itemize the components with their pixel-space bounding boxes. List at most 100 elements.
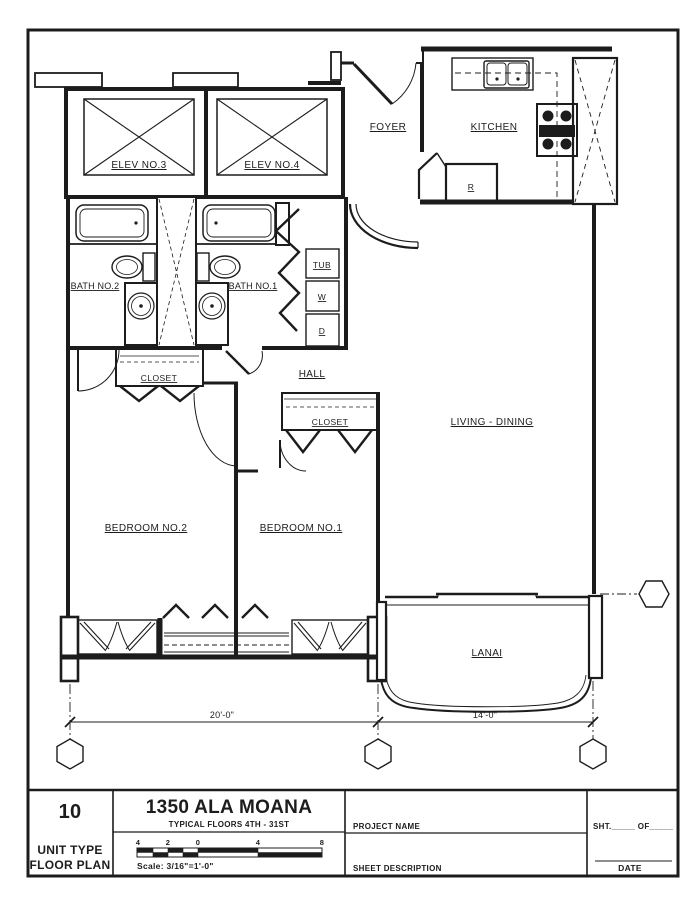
scale-tick-0: 4 — [136, 838, 141, 847]
label-living-dining: LIVING - DINING — [451, 417, 534, 428]
label-lanai: LANAI — [472, 648, 503, 659]
label-closet-bed2: CLOSET — [141, 373, 177, 383]
core-walls — [64, 87, 345, 199]
dim-lanai-bay: 14'-0" — [473, 710, 497, 720]
label-refrigerator: R — [468, 182, 475, 192]
mech-shaft-x — [574, 59, 616, 203]
project-name-label: PROJECT NAME — [353, 822, 421, 831]
sheet-description-label: SHEET DESCRIPTION — [353, 864, 442, 873]
bathtub-2 — [75, 204, 149, 242]
counter — [451, 57, 534, 91]
sheet-name-line2: FLOOR PLAN — [30, 858, 111, 872]
entry-door-swing — [391, 62, 417, 105]
bifold-door — [160, 385, 200, 403]
dimension-lines: 20'-0" 14'-0" — [56, 681, 607, 770]
closet-bedroom2: CLOSET — [115, 347, 204, 403]
elevator-core: ELEV NO.3 ELEV NO.4 — [34, 72, 345, 199]
label-kitchen: KITCHEN — [471, 122, 518, 133]
grid-bubble — [579, 738, 607, 770]
sheet-number: 10 — [59, 801, 82, 823]
entry-door-leaf — [352, 62, 394, 106]
extension-lines — [69, 681, 594, 739]
door-bath2 — [77, 349, 120, 392]
door-bedroom1 — [279, 439, 307, 472]
closet-bedroom1: CLOSET — [281, 392, 380, 454]
label-elev-3: ELEV NO.3 — [111, 160, 166, 171]
title-block-row-lines — [113, 831, 587, 834]
lanai-railing — [380, 676, 592, 713]
lanai-east-wall — [587, 594, 604, 680]
label-washer: W — [318, 292, 326, 302]
bathtub-1 — [202, 204, 276, 242]
grid-bubble-east — [638, 580, 670, 608]
scale-note: Scale: 3/16"=1'-0" — [137, 861, 214, 871]
label-bath2: BATH NO.2 — [71, 281, 120, 291]
label-bath1: BATH NO.1 — [229, 281, 278, 291]
scale-tick-2: 0 — [196, 838, 200, 847]
plumbing-shaft — [156, 196, 197, 348]
scale-bar: 4 2 0 4 8 Scale: 3/16"=1'-0" — [136, 838, 324, 871]
sheet-name-line1: UNIT TYPE — [37, 843, 102, 857]
bedrooms: BEDROOM NO.2 BEDROOM NO.1 — [59, 350, 388, 683]
lanai-area: LANAI — [375, 594, 604, 713]
title-block: 10 UNIT TYPE FLOOR PLAN 1350 ALA MOANA T… — [28, 788, 678, 876]
dim-bedroom-bay: 20'-0" — [210, 710, 234, 720]
awning-window-marks — [162, 603, 269, 619]
label-closet-bed1: CLOSET — [312, 417, 348, 427]
laundry-stack: TUB W D — [274, 197, 348, 350]
sheet-border — [26, 28, 680, 878]
door-bedroom2-swing — [193, 392, 237, 467]
label-bedroom2: BEDROOM NO.2 — [105, 523, 188, 534]
living-dining-area: LIVING - DINING — [385, 204, 670, 608]
refrigerator: R — [444, 162, 499, 203]
grid-bubble — [56, 738, 84, 770]
scale-tick-3: 4 — [256, 838, 261, 847]
door-bath1 — [225, 350, 263, 375]
hall-and-closets: CLOSET HALL CLOSET — [115, 347, 380, 658]
lanai-sliding-door-wall — [385, 592, 601, 606]
toilet-bath2 — [111, 252, 156, 282]
lanai-west-wall — [375, 600, 388, 682]
bifold-door — [119, 385, 159, 403]
entry-jamb — [330, 51, 342, 81]
elevator-shaft-3 — [83, 98, 195, 176]
elevator-shaft-4 — [216, 98, 328, 176]
pantry-door-swing — [436, 152, 447, 168]
label-dryer: D — [319, 326, 326, 336]
label-bedroom1: BEDROOM NO.1 — [260, 523, 343, 534]
label-elev-4: ELEV NO.4 — [244, 160, 299, 171]
scale-tick-1: 2 — [166, 838, 170, 847]
kitchen-sink — [483, 60, 530, 89]
bifold-door — [285, 429, 321, 454]
bifold-door — [337, 429, 373, 454]
vanity-bath2 — [124, 282, 158, 346]
wall-pilaster — [34, 72, 103, 88]
label-foyer: FOYER — [370, 122, 406, 133]
bathrooms: BATH NO.2 BATH NO.1 TUB W D — [66, 196, 348, 392]
pantry-door — [417, 152, 438, 199]
label-tub: TUB — [313, 260, 331, 270]
pier-west — [59, 615, 80, 683]
label-hall: HALL — [299, 369, 326, 380]
stove — [536, 103, 578, 157]
window-bedroom1 — [291, 619, 369, 655]
unit-entry — [308, 46, 612, 106]
wall-pilaster — [172, 72, 239, 88]
vanity-bath1 — [195, 282, 229, 346]
accordion-door — [274, 208, 301, 332]
date-label: DATE — [618, 863, 642, 873]
kitchen-area: R FOYER KITCHEN — [370, 56, 619, 206]
upper-cabinet-dashed — [455, 72, 558, 201]
project-title: 1350 ALA MOANA — [146, 797, 312, 818]
dimension-ticks — [64, 716, 599, 728]
grid-bubble — [364, 738, 392, 770]
scale-tick-4: 8 — [320, 838, 324, 847]
sheet-of-label: SHT._____ OF_____ — [593, 822, 674, 831]
foyer-arch — [348, 203, 419, 250]
toilet-bath1 — [196, 252, 241, 282]
lanai-railing-inner — [385, 674, 587, 708]
window-bedroom2 — [77, 619, 158, 655]
fixed-window-band — [164, 632, 289, 653]
